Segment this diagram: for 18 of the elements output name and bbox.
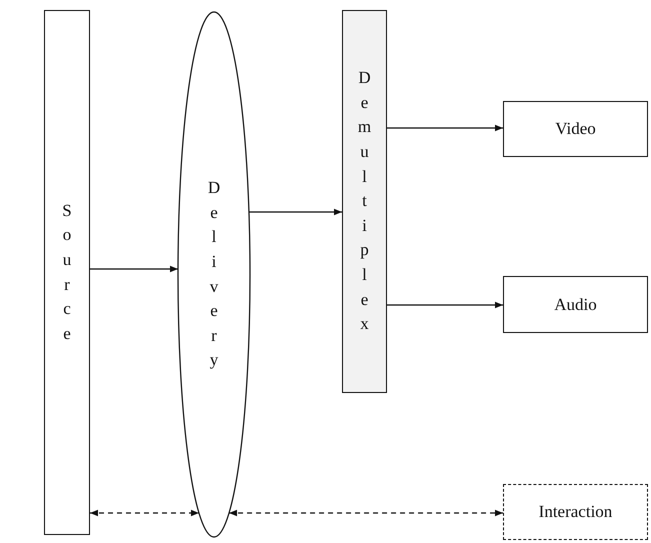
dashed-arrow	[229, 510, 503, 516]
vertical-box	[342, 10, 387, 393]
arrow	[387, 124, 503, 132]
node-label: Source	[62, 200, 72, 345]
arrow	[248, 208, 342, 216]
delivery-ellipse	[177, 11, 251, 538]
process-box	[503, 276, 648, 333]
dashed-arrow	[90, 510, 199, 516]
node-label: Interaction	[538, 502, 612, 522]
arrow	[90, 266, 178, 272]
node-label: Delivery	[208, 176, 220, 372]
process-box	[503, 484, 648, 540]
node-label: Demultiplex	[358, 66, 372, 336]
vertical-box	[44, 10, 90, 535]
node-label: Audio	[554, 294, 597, 314]
node-label: Video	[555, 119, 596, 139]
process-box	[503, 101, 648, 157]
arrow	[387, 302, 503, 308]
